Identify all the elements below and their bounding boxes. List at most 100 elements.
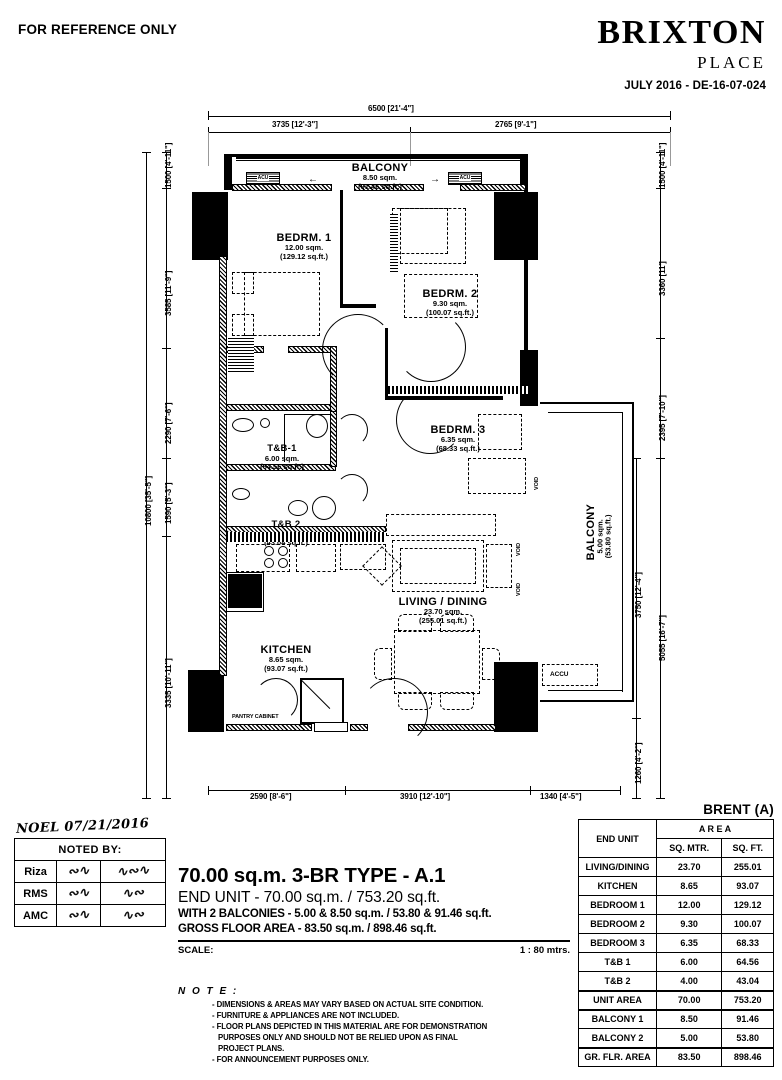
dim-tick: [208, 127, 209, 136]
structural-column: [494, 662, 538, 732]
row-sqft: 64.56: [721, 952, 774, 972]
row-sqft: 68.33: [721, 933, 774, 953]
counter-hatch: [226, 532, 386, 542]
console-furniture: [386, 514, 496, 536]
row-sqm: 6.00: [655, 952, 723, 972]
dim-line: [208, 116, 670, 117]
dim-ext: [208, 132, 209, 166]
room-name: BEDRM. 1: [276, 232, 332, 244]
dim-right-seg5: 5055 [16'-7"]: [658, 615, 667, 661]
closet-hatch: [390, 214, 398, 272]
acu-unit-left: ACU: [246, 172, 280, 185]
row-name: UNIT AREA: [578, 989, 657, 1010]
exterior-wall-bottom: [226, 724, 312, 731]
date-mark: ∿∾: [121, 907, 145, 924]
dim-tick: [620, 786, 621, 795]
date-cell-riza: ∿∾∿: [99, 860, 167, 883]
row-sqm: 5.00: [655, 1028, 723, 1048]
dim-line: [166, 348, 167, 458]
dim-right-seg4: 3750 [12'-4"]: [634, 572, 643, 618]
structural-column: [520, 350, 538, 406]
closet-hatch: [228, 338, 254, 372]
dim-bottom-seg1: 2590 [8'-6"]: [250, 792, 292, 801]
arrow-left-icon: ←: [308, 174, 318, 185]
sofa-furniture: [392, 540, 484, 592]
dim-line: [660, 338, 661, 458]
table-row-gross: GR. FLR. AREA 83.50 898.46: [578, 1046, 774, 1067]
partition-line: [284, 414, 285, 462]
table-row: RMS ∾∿ ∿∾: [14, 882, 167, 905]
balcony2-wall-top: [540, 402, 634, 404]
balcony-wall-right: [520, 154, 528, 190]
dim-left-seg1: 1500 [4'-11"]: [164, 142, 173, 188]
brand-subtitle: PLACE: [697, 53, 766, 72]
floor-plan-drawing: 6500 [21'-4"] 3735 [12'-3"] 2765 [9'-1"]…: [0, 96, 700, 816]
structural-column: [188, 670, 224, 732]
row-sqft: 898.46: [721, 1046, 774, 1067]
room-name: T&B-1: [267, 443, 297, 454]
row-sqm: 6.35: [655, 933, 723, 953]
room-name: BEDRM. 2: [422, 288, 478, 300]
column-header-sqft: SQ. FT.: [721, 838, 774, 858]
dim-top-seg2: 2765 [9'-1"]: [495, 120, 537, 129]
room-label-bedroom-2: BEDRM. 2 9.30 sqm. (100.07 sq.ft.): [390, 288, 510, 317]
table-row: NOTED BY:: [14, 838, 166, 861]
burner-icon: [278, 546, 288, 556]
room-area-sqft: (100.07 sq.ft.): [426, 307, 474, 317]
entry-door: [314, 722, 348, 732]
wall-hatch: [460, 184, 526, 191]
door-swing-arc: [336, 414, 368, 446]
balcony2-rail: [548, 690, 622, 691]
room-area-sqft: (68.33 sq.ft.): [436, 443, 480, 453]
note-item: - DIMENSIONS & AREAS MAY VARY BASED ON A…: [212, 1000, 484, 1009]
bed-furniture: [478, 414, 522, 450]
door-swing-arc: [360, 678, 428, 746]
balcony-wall-left: [224, 154, 232, 190]
void-label-3: VOID: [516, 542, 522, 556]
wall-hatch: [330, 411, 337, 467]
door-swing-arc: [254, 678, 298, 722]
row-sqm: 4.00: [655, 971, 723, 991]
dim-line: [636, 718, 637, 798]
room-area-sqm: 8.65 sqm.: [268, 655, 304, 665]
dim-tick: [656, 152, 665, 153]
row-name: BEDROOM 1: [578, 895, 657, 915]
signature-cell-rms: ∾∿: [56, 882, 101, 905]
date-cell-rms: ∿∾: [99, 882, 167, 905]
burner-icon: [264, 558, 274, 568]
counter-furniture: [236, 544, 290, 572]
shower-fixture: [312, 496, 336, 520]
dim-tick: [656, 798, 665, 799]
dim-tick: [162, 798, 171, 799]
dim-top-seg1: 3735 [12'-3"]: [272, 120, 318, 129]
dim-line: [146, 152, 147, 798]
room-area-sqm: 6.35 sqm.: [440, 435, 476, 445]
table-row: BEDROOM 2 9.30 100.07: [578, 914, 774, 934]
unit-line-4: GROSS FLOOR AREA - 83.50 sq.m. / 898.46 …: [178, 922, 437, 935]
room-label-bedroom-1: BEDRM. 1 12.00 sqm. (129.12 sq.ft.): [244, 232, 364, 261]
table-row: BALCONY 1 8.50 91.46: [578, 1008, 774, 1029]
floor-drain-icon: [260, 418, 270, 428]
dim-tick: [162, 152, 171, 153]
acu-unit-right: ACU: [448, 172, 482, 185]
acu-label: ACU: [458, 175, 472, 181]
column-header-sqm: SQ. MTR.: [655, 838, 723, 858]
dim-line: [208, 790, 620, 791]
dining-chair: [374, 648, 392, 680]
scale-value: 1 : 80 mtrs.: [519, 945, 570, 957]
signature-mark: ∾∿: [67, 863, 90, 880]
top-signature-note: NOEL 07/21/2016: [15, 816, 150, 837]
note-item: - FLOOR PLANS DEPICTED IN THIS MATERIAL …: [212, 1022, 488, 1032]
table-row: T&B 1 6.00 64.56: [578, 952, 774, 972]
table-row: BALCONY 2 5.00 53.80: [578, 1028, 774, 1048]
room-area-sqft: (91.46 sq.ft.): [358, 181, 402, 191]
balcony2-rail: [548, 412, 622, 413]
scale-row: SCALE: 1 : 80 mtrs.: [178, 940, 570, 956]
acu-label: ACU: [256, 175, 270, 181]
noted-by-title: NOTED BY:: [14, 838, 166, 861]
dining-chair: [440, 692, 474, 710]
room-name: BALCONY: [351, 162, 409, 174]
notes-list: - DIMENSIONS & AREAS MAY VARY BASED ON A…: [212, 999, 570, 1065]
dim-right-seg6: 1260 [4'-2"]: [634, 742, 643, 784]
balcony2-wall-right: [632, 402, 634, 702]
